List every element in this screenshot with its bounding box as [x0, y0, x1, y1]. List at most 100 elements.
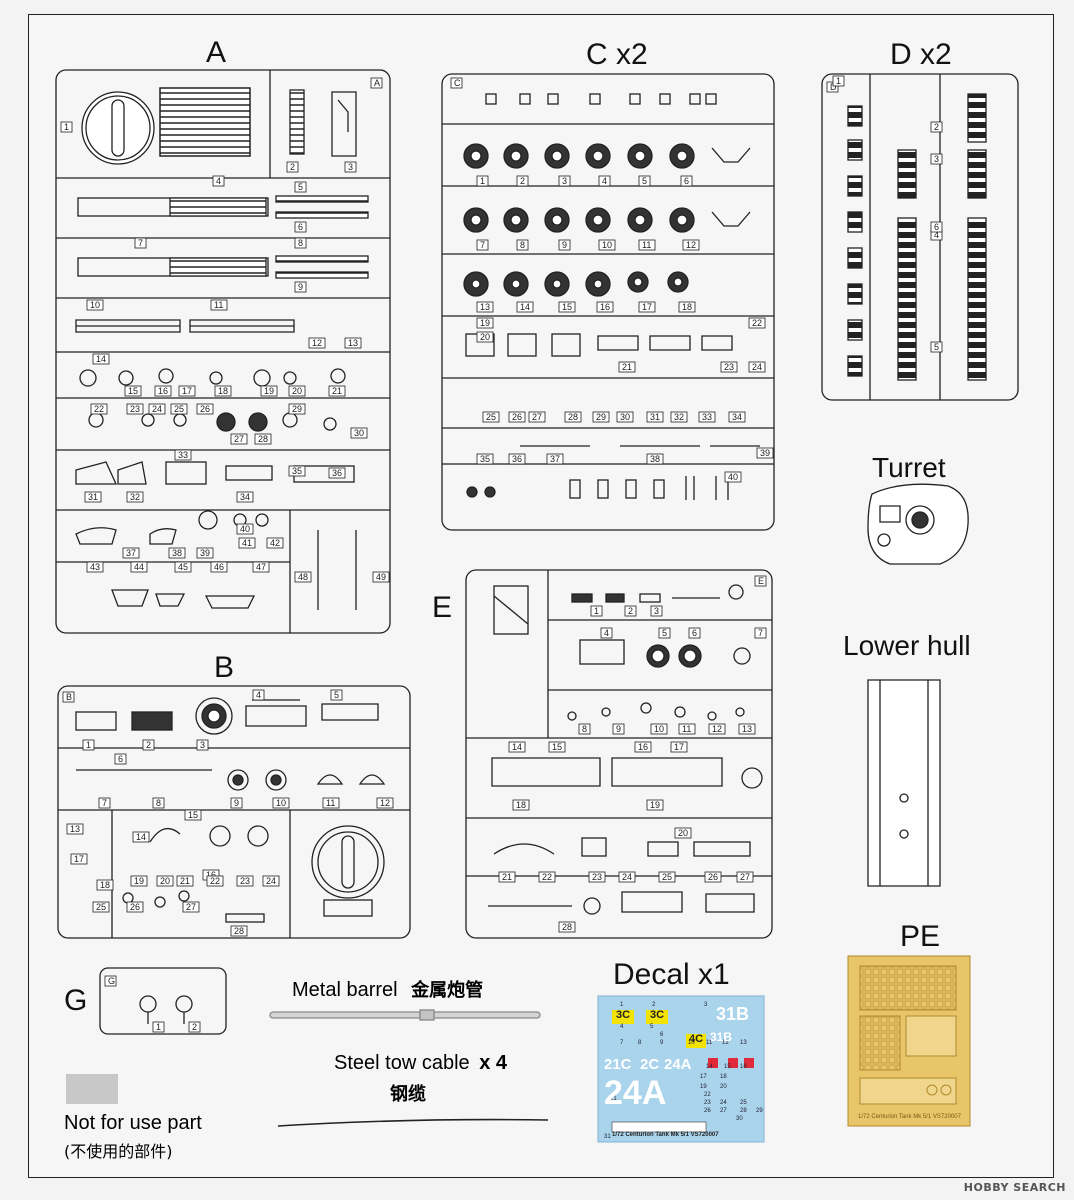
sprue-a-part-19-box: [260, 385, 278, 397]
sprue-a-part-7-box: [134, 237, 147, 249]
decal-number-1: 1: [620, 1002, 624, 1008]
sprue-b-part-1-box: [82, 739, 95, 751]
sprue-a-corner: A: [374, 78, 380, 88]
sprue-e-part-10-box: [650, 723, 668, 735]
decal-number-28: 28: [740, 1108, 747, 1114]
sprue-b-part-13-box: [66, 823, 84, 835]
sprue-e-part-1: 1: [594, 606, 599, 616]
sprue-a-part-13: 13: [348, 338, 358, 348]
sprue-c-part-12: 12: [686, 240, 696, 250]
sprue-e-part-6: 6: [692, 628, 697, 638]
sprue-c-part-29: 29: [596, 412, 606, 422]
sprue-c-part-27: 27: [532, 412, 542, 422]
sprue-c-part-32: 32: [674, 412, 684, 422]
sprue-c-part-22-box: [748, 317, 766, 329]
sprue-c-part-7: 7: [480, 240, 485, 250]
sprue-c-part-34-box: [728, 411, 746, 423]
sprue-c-part-18: 18: [682, 302, 692, 312]
sprue-c-part-16: 16: [600, 302, 610, 312]
sprue-b-part-10-box: [272, 797, 290, 809]
sprue-a-part-24-box: [148, 403, 166, 415]
sprue-g-part-2-box: [188, 1021, 201, 1033]
sprue-b-part-21-box: [176, 875, 194, 887]
sprue-c-part-38: 38: [650, 454, 660, 464]
sprue-c-part-33-box: [698, 411, 716, 423]
sprue-b-part-26-box: [126, 901, 144, 913]
sprue-b-part-28: 28: [234, 926, 244, 936]
sprue-c-part-26: 26: [512, 412, 522, 422]
sprue-e-part-23-box: [588, 871, 606, 883]
sprue-e-part-10: 10: [654, 724, 664, 734]
sprue-e: [465, 569, 773, 939]
decal-number-26: 26: [704, 1108, 711, 1114]
turret-label: Turret: [872, 452, 946, 483]
sprue-e-part-11: 11: [682, 724, 691, 734]
sprue-b-part-17: 17: [74, 854, 84, 864]
sprue-a-part-45: 45: [178, 562, 188, 572]
sprue-e-part-3: 3: [654, 606, 659, 616]
sprue-a-part-2: 2: [290, 162, 295, 172]
sprue-b-part-23: 23: [240, 876, 250, 886]
sprue-e-part-16-box: [634, 741, 652, 753]
sprue-e-part-20: 20: [678, 828, 688, 838]
sprue-c-part-9-box: [558, 239, 571, 251]
sprue-a-part-49: 49: [376, 572, 386, 582]
sprue-a-part-13-box: [344, 337, 362, 349]
sprue-b-part-4: 4: [256, 690, 261, 700]
sprue-b-part-5-box: [330, 689, 343, 701]
sprue-a-part-46-box: [210, 561, 228, 573]
sprue-b-label: B: [214, 651, 235, 684]
decal-marking-9: 24A: [604, 1074, 667, 1112]
sprue-c-part-36-box: [508, 453, 526, 465]
sprue-e-part-26: 26: [708, 872, 718, 882]
metal-barrel-cn: 金属炮管: [411, 980, 484, 1001]
sprue-c-part-19: 19: [480, 318, 490, 328]
sprue-c-part-4-box: [598, 175, 611, 187]
sprue-e-part-7-box: [754, 627, 767, 639]
sprue-b-part-15: 15: [188, 810, 198, 820]
sprue-c-part-17-box: [638, 301, 656, 313]
sprue-d-part-1: 1: [836, 76, 841, 86]
sprue-e-part-18-box: [512, 799, 530, 811]
decal-sheet: [597, 995, 765, 1143]
sprue-c-part-30: 30: [620, 412, 630, 422]
sprue-a-part-14: 14: [96, 354, 106, 364]
sprue-e-part-18: 18: [516, 800, 526, 810]
sprue-c-corner-box: [450, 77, 463, 89]
sprue-e-part-9: 9: [616, 724, 621, 734]
sprue-d-part-3: 3: [934, 154, 939, 164]
sprue-g: [99, 967, 227, 1035]
decal-number-30: 30: [736, 1116, 743, 1122]
decal-marking-3: 31B: [716, 1004, 750, 1024]
sprue-a-label: A: [206, 36, 227, 69]
sprue-c-part-38-box: [646, 453, 664, 465]
sprue-d-part-5-box: [930, 341, 943, 353]
sprue-c-part-34: 34: [732, 412, 742, 422]
decal-number-14: 14: [706, 1064, 713, 1070]
pe-label: PE: [900, 920, 941, 953]
decal-marking-8: 24A: [664, 1056, 692, 1073]
decal-marking-5: 4C: [688, 1033, 704, 1045]
sprue-a-part-27-box: [230, 433, 248, 445]
sprue-a-part-12: 12: [312, 338, 322, 348]
sprue-c-part-20-box: [476, 331, 494, 343]
tow-cable-text: Steel tow cable: [334, 1052, 470, 1074]
sprue-a-part-34-box: [236, 491, 254, 503]
sprue-c-part-23-box: [720, 361, 738, 373]
sprue-c-part-25-box: [482, 411, 500, 423]
sprue-c-part-28-box: [564, 411, 582, 423]
sprue-a-part-31-box: [84, 491, 102, 503]
decal-number-18: 18: [720, 1074, 727, 1080]
decal-number-17: 17: [700, 1074, 707, 1080]
sprue-e-part-1-box: [590, 605, 603, 617]
sprue-e-part-15: 15: [552, 742, 562, 752]
sprue-a-part-40: 40: [240, 524, 250, 534]
sprue-c-part-37-box: [546, 453, 564, 465]
decal-marking-7: 2C: [640, 1056, 660, 1073]
decal-number-4: 4: [620, 1024, 624, 1030]
sprue-a-part-9-box: [294, 281, 307, 293]
sprue-g-part-2: 2: [192, 1022, 197, 1032]
sprue-c-part-2-box: [516, 175, 529, 187]
sprue-a-part-29-box: [288, 403, 306, 415]
sprue-b-part-21: 21: [180, 876, 190, 886]
